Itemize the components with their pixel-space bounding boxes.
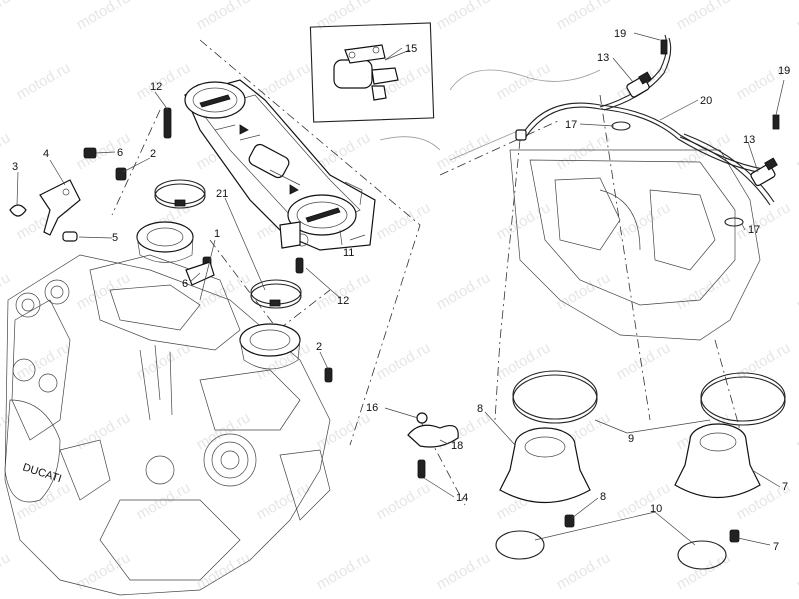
watermark-text: motod.ru (374, 479, 434, 523)
watermark-text: motod.ru (14, 339, 74, 383)
watermark-text: motod.ru (314, 549, 374, 593)
callout-13-right: 13 (743, 134, 755, 146)
watermark-text: motod.ru (74, 409, 134, 453)
callout-5: 5 (112, 232, 118, 244)
watermark-text: motod.ru (194, 0, 254, 33)
watermark-text: motod.ru (434, 0, 494, 33)
callout-16: 16 (366, 402, 378, 414)
watermark-text: motod.ru (194, 409, 254, 453)
callout-2-lower: 2 (316, 341, 322, 353)
callout-15: 15 (405, 43, 417, 55)
callout-8-left: 8 (600, 491, 606, 503)
callout-19-left: 19 (614, 28, 626, 40)
callout-labels: 12 2 6 4 3 5 21 1 6 11 12 2 15 19 13 19 … (12, 28, 790, 553)
watermark-text: motod.ru (374, 199, 434, 243)
clamps-and-manifolds-left (9, 107, 333, 383)
callout-9: 9 (628, 433, 634, 445)
watermark-text: motod.ru (0, 269, 13, 313)
callout-7-left: 8 (477, 403, 483, 415)
watermark-text: motod.ru (794, 129, 799, 173)
watermark-text: motod.ru (314, 0, 374, 33)
watermark-text: motod.ru (614, 199, 674, 243)
callout-11: 11 (343, 247, 354, 259)
watermark-text: motod.ru (14, 59, 74, 103)
throttle-body (184, 79, 376, 251)
watermark-text: motod.ru (0, 549, 13, 593)
watermark-text: motod.ru (374, 339, 434, 383)
watermark-text: motod.ru (134, 339, 194, 383)
watermark-text: motod.ru (314, 409, 374, 453)
watermark-text: motod.ru (134, 59, 194, 103)
watermark-text: motod.ru (74, 269, 134, 313)
assembly-guide-lines (111, 39, 741, 506)
fuel-tank (379, 69, 761, 341)
fuel-lines-and-injectors (515, 34, 780, 227)
callout-20: 20 (700, 95, 712, 107)
callout-4: 4 (43, 148, 49, 160)
watermark-text: motod.ru (794, 269, 799, 313)
callout-12-lower: 12 (337, 295, 349, 307)
callout-18: 18 (451, 440, 463, 452)
watermark-text: motod.ru (794, 0, 799, 33)
watermark-text: motod.ru (794, 409, 799, 453)
watermark-text: motod.ru (254, 59, 314, 103)
intake-funnels (407, 370, 786, 570)
callout-21: 21 (216, 188, 228, 200)
watermark-text: motod.ru (554, 269, 614, 313)
watermark-text: motod.ru (674, 269, 734, 313)
callout-13-left: 13 (597, 52, 609, 64)
watermark-text: motod.ru (434, 549, 494, 593)
watermark-text: motod.ru (434, 269, 494, 313)
callout-17-right: 17 (748, 224, 760, 236)
sensor-inset (309, 22, 435, 123)
watermark-text: motod.ru (494, 339, 554, 383)
watermark-text: motod.ru (554, 0, 614, 33)
watermark-text: motod.ru (794, 549, 799, 593)
callout-10: 10 (650, 503, 662, 515)
engine-logo: DUCATI (21, 461, 63, 485)
watermark-text: motod.ru (194, 549, 254, 593)
callout-2-upper: 2 (150, 148, 156, 160)
callout-6-lower: 6 (182, 278, 188, 290)
watermark-text: motod.ru (674, 549, 734, 593)
watermark-text: motod.ru (134, 479, 194, 523)
engine-block: DUCATI (4, 254, 331, 596)
callout-17-left: 17 (565, 119, 577, 131)
watermark-text: motod.ru (554, 549, 614, 593)
watermark-text: motod.ru (74, 549, 134, 593)
callout-7-right: 7 (782, 481, 788, 493)
watermark-text: motod.ru (674, 0, 734, 33)
callout-12-top: 12 (150, 81, 162, 93)
watermark-text: motod.ru (254, 479, 314, 523)
callout-3: 3 (12, 161, 18, 173)
callout-8-right: 7 (773, 541, 779, 553)
watermark-text: motod.ru (554, 129, 614, 173)
callout-leaders (16, 32, 785, 546)
watermark-text: motod.ru (74, 0, 134, 33)
callout-19-right: 19 (778, 65, 790, 77)
callout-1: 1 (214, 228, 220, 240)
watermark-text: motod.ru (74, 129, 134, 173)
watermark-text: motod.ru (494, 59, 554, 103)
callout-6-upper: 6 (117, 147, 123, 159)
watermark-text: motod.ru (0, 0, 13, 33)
watermark-text: motod.ru (614, 479, 674, 523)
watermark-text: motod.ru (434, 129, 494, 173)
callout-14: 14 (456, 492, 468, 504)
